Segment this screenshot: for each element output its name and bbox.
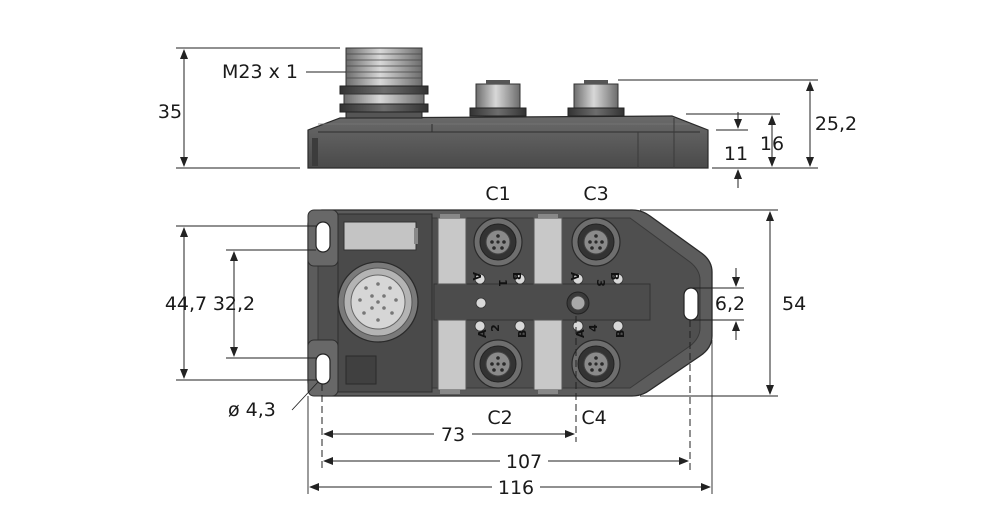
pin-b-c3: B bbox=[608, 272, 621, 280]
label-window bbox=[345, 355, 377, 385]
pin-b-c1: B bbox=[510, 272, 523, 280]
label-plate bbox=[343, 221, 417, 251]
dim-lengths: 73 107 116 bbox=[307, 316, 713, 499]
m23-connector-top bbox=[337, 261, 419, 343]
pin-a-c1: A bbox=[470, 272, 483, 281]
side-housing bbox=[307, 115, 709, 169]
port-number-2: 2 bbox=[489, 324, 502, 332]
port-number-3: 3 bbox=[594, 279, 607, 287]
m12-connector-side-1 bbox=[469, 80, 527, 117]
top-view: 1 3 2 4 A B A B A B A B bbox=[307, 209, 713, 397]
dim-107-label: 107 bbox=[506, 451, 542, 473]
pin-a-c2: A bbox=[476, 329, 489, 338]
pin-a-c4: A bbox=[574, 329, 587, 338]
thread-leader: M23 x 1 bbox=[222, 61, 346, 83]
dim-44-7-label: 44,7 bbox=[165, 293, 207, 315]
dim-32-2-label: 32,2 bbox=[213, 293, 255, 315]
m12-connector-side-2 bbox=[567, 80, 625, 117]
port-number-1: 1 bbox=[496, 279, 509, 287]
dim-6-2-label: 6,2 bbox=[715, 293, 745, 315]
dim-left-widths: 44,7 32,2 bbox=[165, 225, 316, 381]
mounting-hole-top bbox=[315, 221, 331, 253]
dim-heights-right: 25,2 16 11 bbox=[618, 79, 857, 188]
dim-35: 35 bbox=[158, 47, 340, 169]
dim-11-label: 11 bbox=[724, 143, 748, 165]
status-leds bbox=[474, 273, 624, 332]
port-label-c4: C4 bbox=[581, 407, 606, 429]
hole-dia-label: ø 4,3 bbox=[228, 399, 276, 421]
dim-25-2-label: 25,2 bbox=[815, 113, 857, 135]
pin-b-c4: B bbox=[614, 330, 627, 338]
port-label-c2: C2 bbox=[487, 407, 512, 429]
dim-right-widths: 6,2 54 bbox=[640, 209, 806, 397]
side-view bbox=[307, 47, 709, 169]
dim-16-label: 16 bbox=[760, 133, 784, 155]
center-screw bbox=[566, 291, 590, 315]
mounting-hole-bottom bbox=[315, 353, 331, 385]
port-label-c1: C1 bbox=[485, 183, 510, 205]
pin-a-c3: A bbox=[568, 272, 581, 281]
port-label-c3: C3 bbox=[583, 183, 608, 205]
m23-connector-side bbox=[339, 47, 429, 119]
m12-connector-c1 bbox=[473, 217, 523, 267]
thread-label: M23 x 1 bbox=[222, 61, 298, 83]
m12-connector-c4 bbox=[571, 339, 621, 389]
mounting-hole-right bbox=[683, 287, 699, 321]
dim-73-label: 73 bbox=[441, 424, 465, 446]
dim-54-label: 54 bbox=[782, 293, 806, 315]
m12-connector-c2 bbox=[473, 339, 523, 389]
port-number-4: 4 bbox=[587, 324, 600, 332]
hole-dia-leader: ø 4,3 bbox=[228, 381, 319, 421]
m12-connector-c3 bbox=[571, 217, 621, 267]
dim-35-label: 35 bbox=[158, 101, 182, 123]
pin-b-c2: B bbox=[516, 330, 529, 338]
dim-116-label: 116 bbox=[498, 477, 534, 499]
